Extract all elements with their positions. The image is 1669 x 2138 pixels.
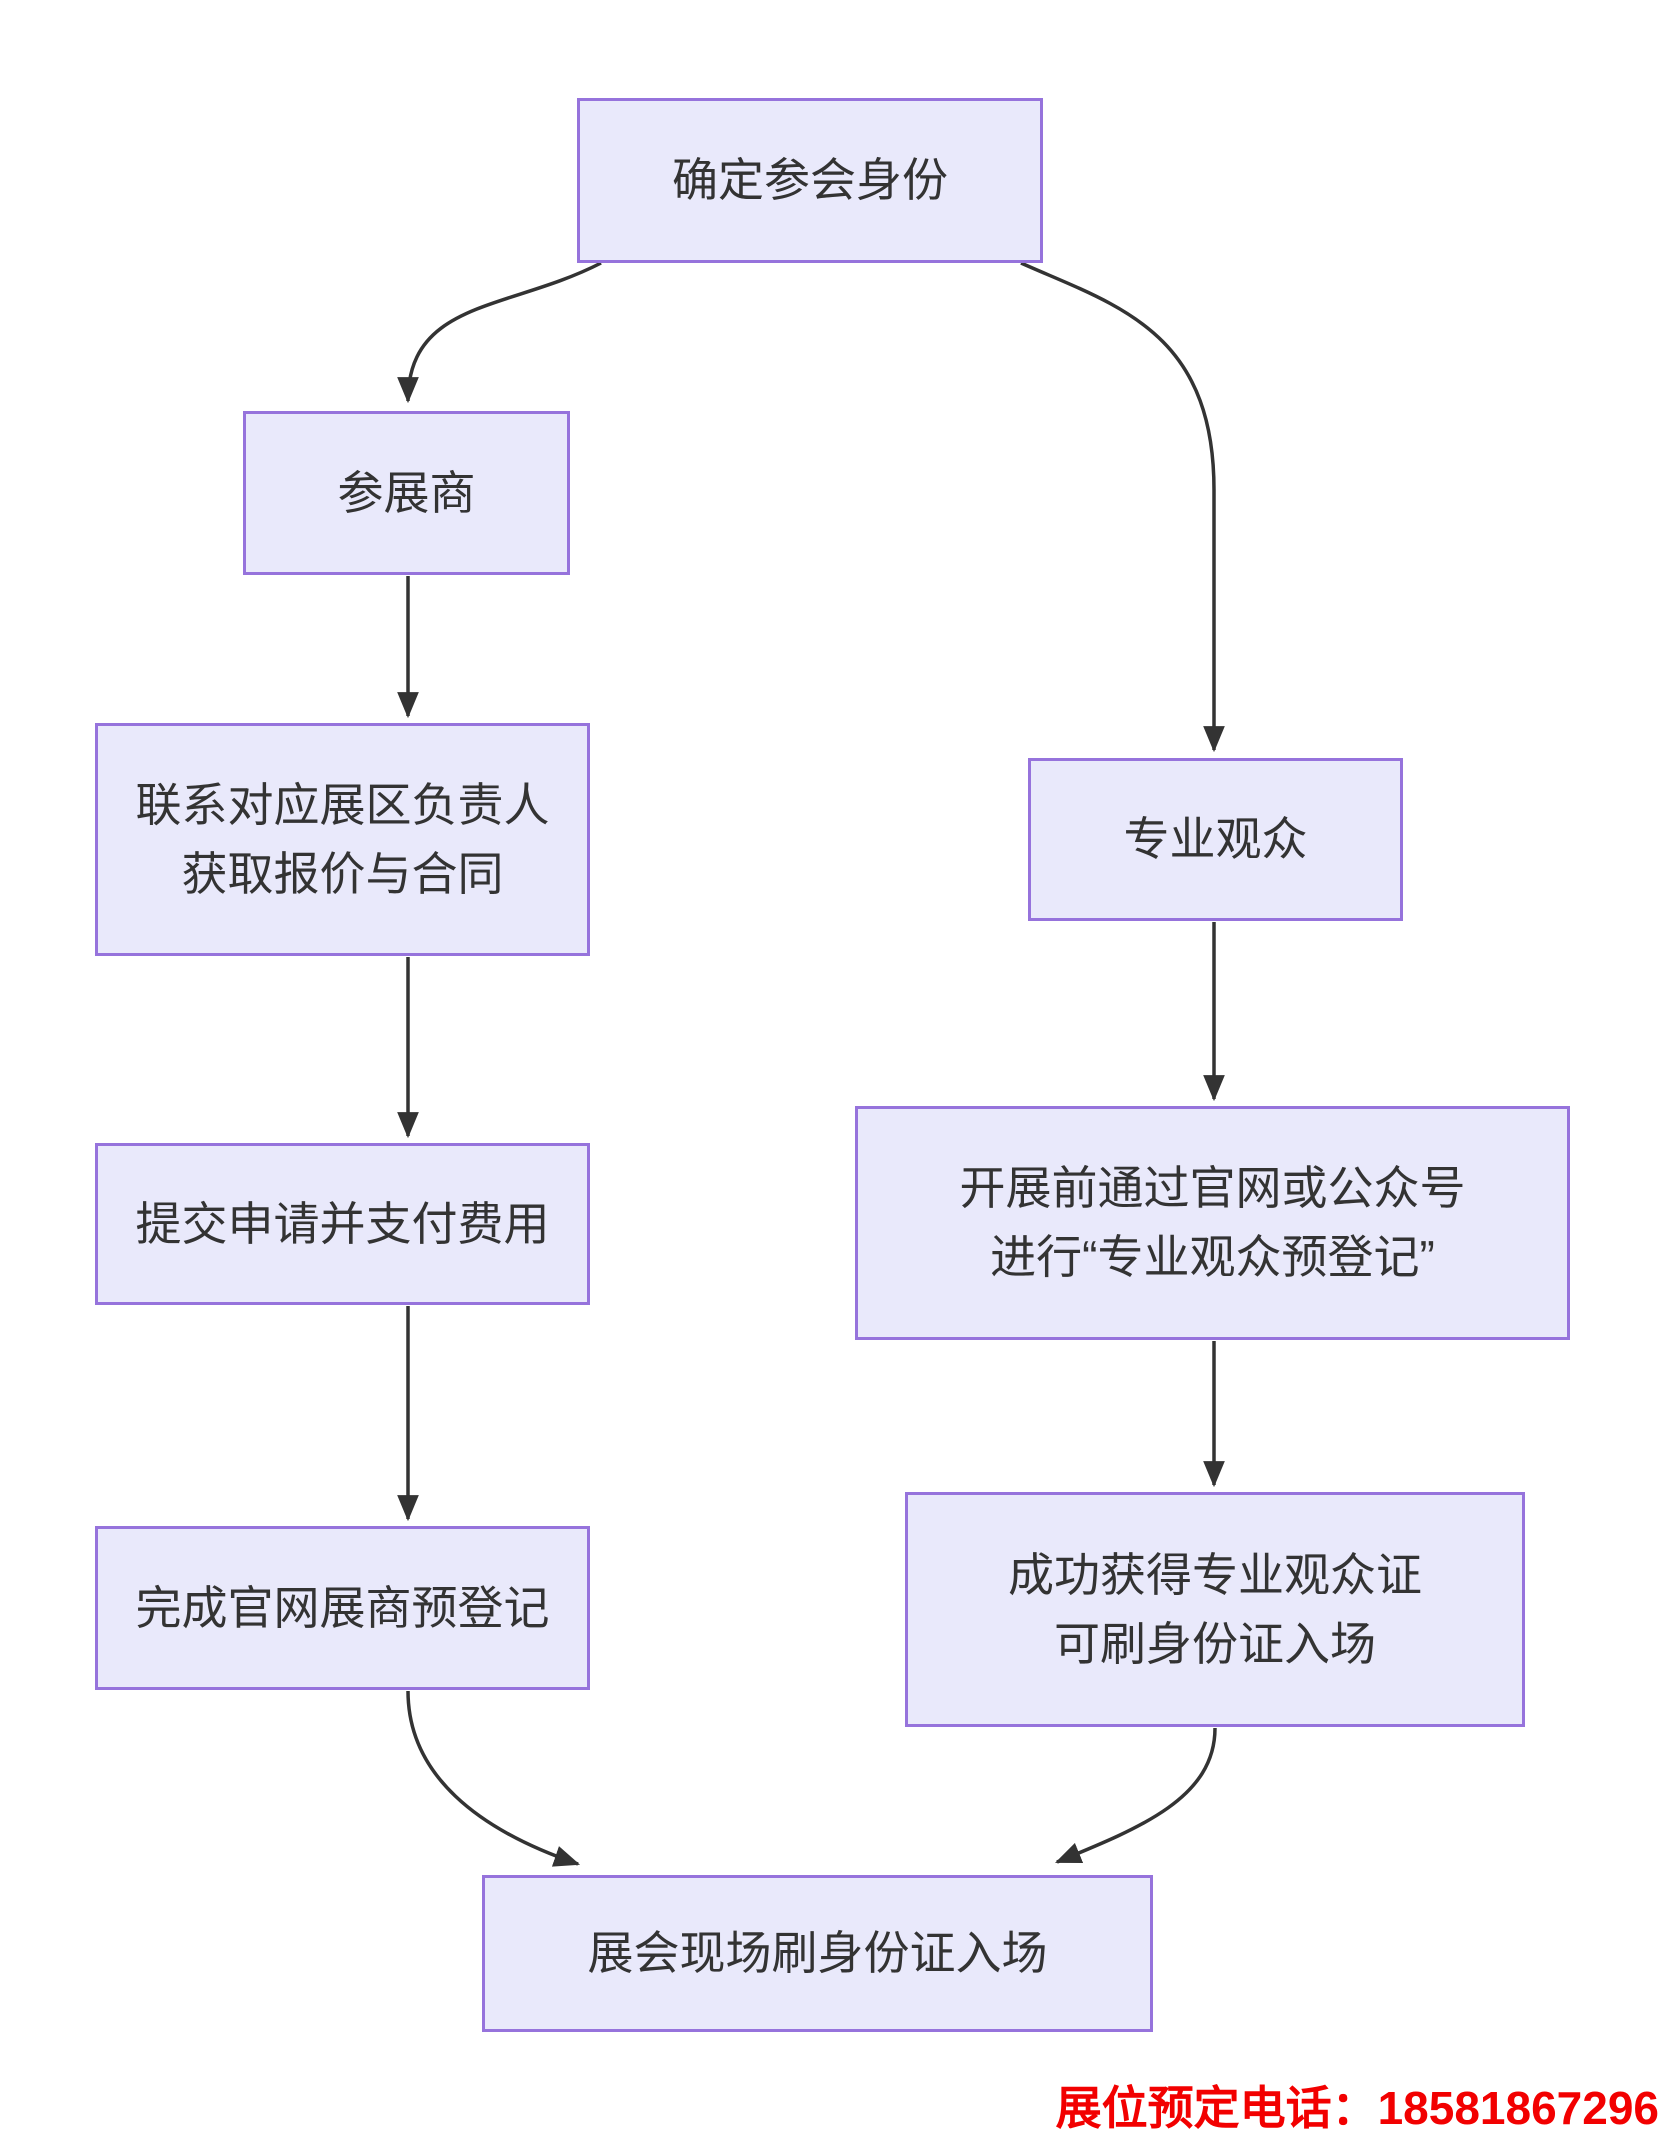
node-onsite-entry: 展会现场刷身份证入场 [482, 1875, 1153, 2032]
edge-badge-entry [1054, 1727, 1217, 1864]
node-professional-visitor: 专业观众 [1028, 758, 1403, 921]
node-identity: 确定参会身份 [577, 98, 1043, 263]
node-contact-organizer: 联系对应展区负责人 获取报价与合同 [95, 723, 590, 956]
node-visitor-preregistration: 开展前通过官网或公众号 进行“专业观众预登记” [855, 1106, 1570, 1340]
node-submit-payment: 提交申请并支付费用 [95, 1143, 590, 1305]
edge-identity-exhibitor [397, 261, 602, 404]
edge-exhibitor-prereg-entry [406, 1690, 581, 1867]
node-exhibitor: 参展商 [243, 411, 570, 575]
node-exhibitor-preregistration: 完成官网展商预登记 [95, 1526, 590, 1690]
edge-identity-visitor [1020, 261, 1225, 753]
phone-booking-notice: 展位预定电话：18581867296 [1055, 2082, 1659, 2134]
node-visitor-badge: 成功获得专业观众证 可刷身份证入场 [905, 1492, 1525, 1727]
